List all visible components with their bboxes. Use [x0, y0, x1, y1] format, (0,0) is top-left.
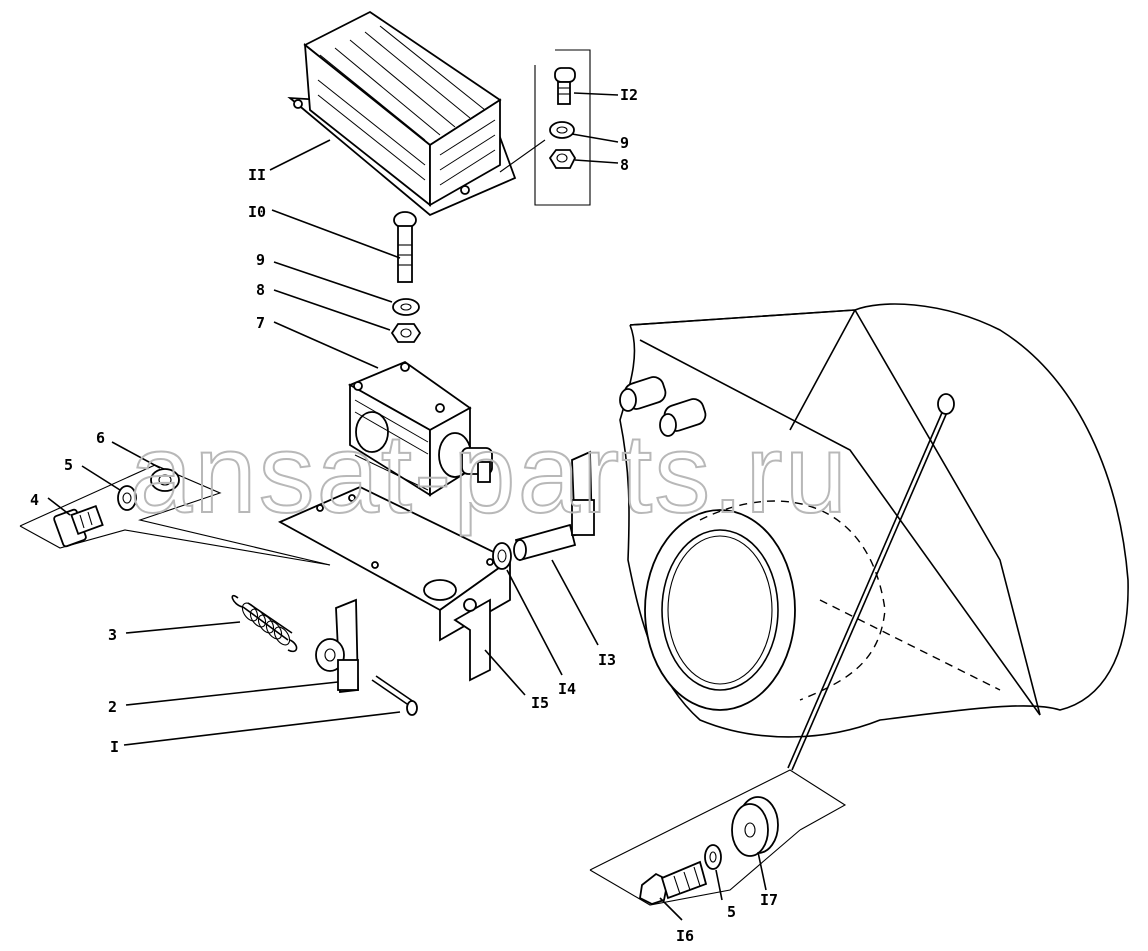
callout-9-upper: 9 [620, 134, 629, 152]
callout-7: 7 [256, 314, 265, 332]
washer-9-lower [392, 298, 420, 316]
callout-3: 3 [108, 626, 117, 644]
cotter-pin-1 [371, 675, 418, 716]
watermark: ansat-parts.ru [130, 411, 849, 536]
callout-15: I5 [531, 694, 549, 712]
washer-5-bottom [704, 844, 722, 870]
bolt-4 [53, 505, 104, 548]
callout-labels: I 2 3 4 5 5 6 7 8 8 9 9 I0 II I2 I3 I4 I… [30, 86, 778, 945]
callout-8-middle: 8 [256, 281, 265, 299]
washer-5-left [117, 485, 137, 511]
callout-14: I4 [558, 680, 576, 698]
bolt-16 [639, 860, 708, 905]
callout-13: I3 [598, 651, 616, 669]
studs [619, 376, 707, 437]
callout-10: I0 [248, 203, 266, 221]
callout-9-middle: 9 [256, 251, 265, 269]
engine-housing [619, 303, 1129, 771]
leader-lines [47, 92, 767, 921]
callout-16: I6 [676, 927, 694, 945]
nut-8-upper [548, 149, 577, 169]
callout-6: 6 [96, 429, 105, 447]
bolt-12 [554, 67, 576, 105]
callout-1: I [110, 738, 119, 756]
bolt-10 [393, 211, 417, 283]
callout-8-upper: 8 [620, 156, 629, 174]
lever-2 [315, 598, 359, 694]
mounting-plate [277, 486, 512, 682]
bottom-frame [589, 769, 847, 871]
washer-14 [492, 542, 512, 570]
solenoid [347, 360, 493, 497]
callout-2: 2 [108, 698, 117, 716]
nut-8-lower [390, 323, 422, 343]
bolt-set-frame [534, 49, 591, 206]
callout-12: I2 [620, 86, 638, 104]
relay-box [287, 10, 517, 217]
pin-13 [513, 450, 595, 562]
washer-9-upper [549, 121, 575, 139]
callout-5-bottom: 5 [727, 903, 736, 921]
callout-5-left: 5 [64, 456, 73, 474]
callout-17: I7 [760, 891, 778, 909]
left-frame [19, 464, 331, 566]
relay-box-side [429, 98, 501, 207]
callout-11: II [248, 166, 266, 184]
washer-6 [150, 468, 180, 492]
callout-4: 4 [30, 491, 39, 509]
spring-3 [231, 594, 298, 653]
knurled-nut-17 [731, 796, 779, 857]
